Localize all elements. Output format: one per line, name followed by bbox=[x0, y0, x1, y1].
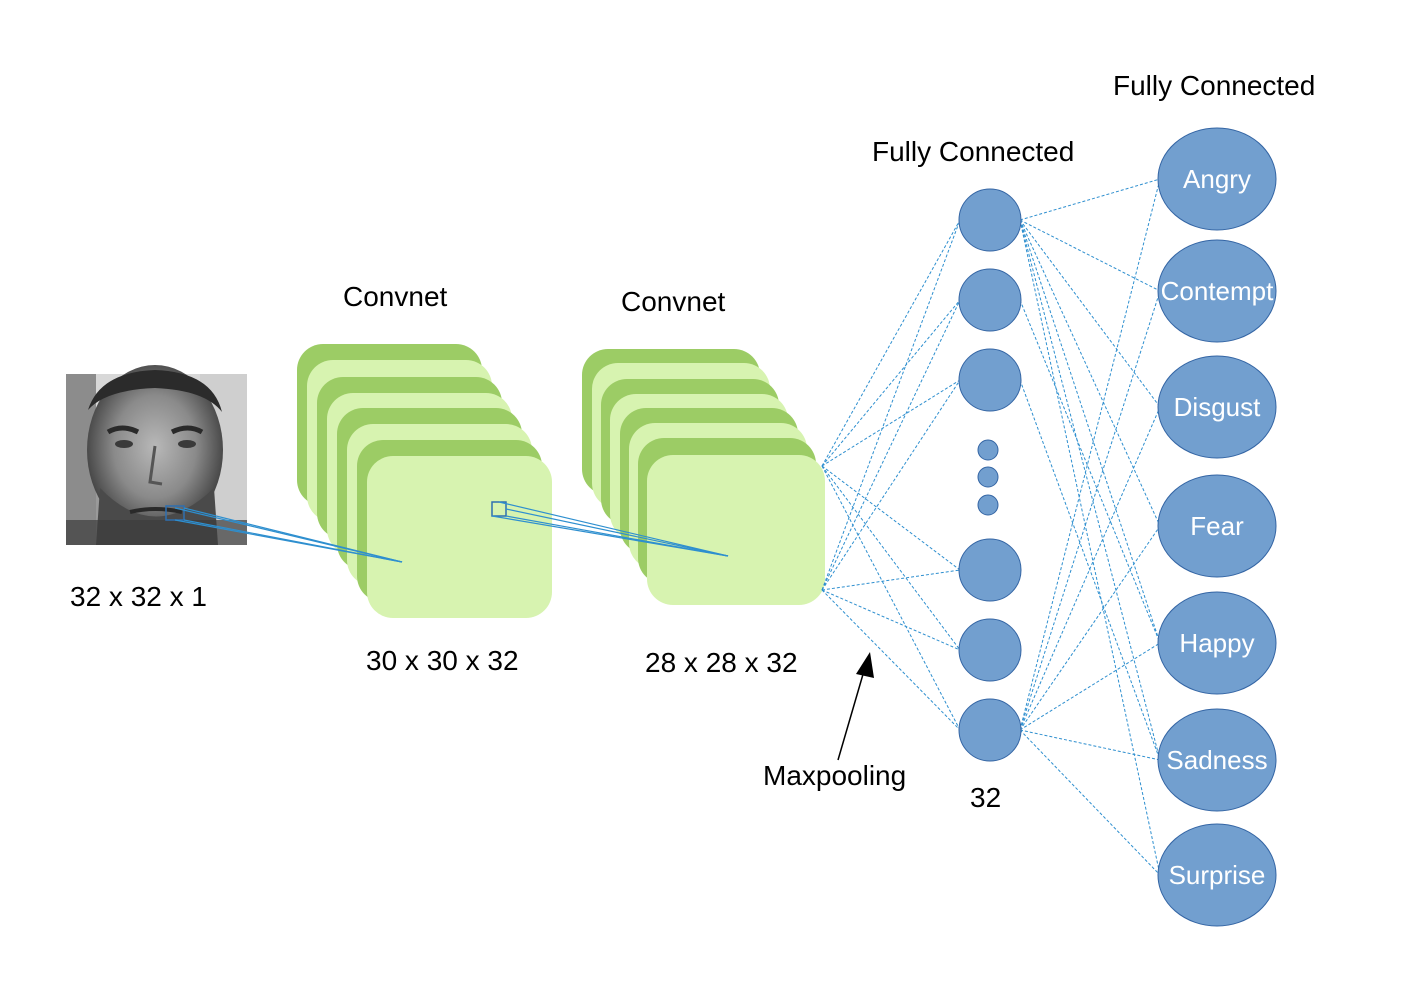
output-node-surprise bbox=[1157, 823, 1277, 927]
connection-line bbox=[1019, 299, 1161, 644]
conv1-title: Convnet bbox=[343, 281, 448, 312]
hidden-node bbox=[958, 538, 1022, 602]
connection-line bbox=[821, 379, 961, 591]
connection-line bbox=[821, 465, 961, 731]
hidden-node bbox=[958, 618, 1022, 682]
connection-line bbox=[1019, 525, 1161, 731]
output-node-disgust bbox=[1157, 355, 1277, 459]
fc-output-title: Fully Connected bbox=[1113, 70, 1315, 101]
input-size-label: 32 x 32 x 1 bbox=[70, 581, 207, 612]
connection-line bbox=[1019, 729, 1161, 761]
connection-line bbox=[821, 219, 961, 591]
output-node-contempt bbox=[1157, 239, 1277, 343]
connection-line bbox=[821, 589, 961, 731]
connection-line bbox=[1019, 219, 1161, 761]
connection-line bbox=[1019, 219, 1161, 876]
hidden-node bbox=[958, 698, 1022, 762]
connection-line bbox=[821, 589, 961, 651]
connection-line bbox=[821, 219, 961, 467]
connection-line bbox=[1019, 219, 1161, 644]
connection-line bbox=[1019, 290, 1161, 731]
fc-output-layer bbox=[1157, 127, 1277, 927]
hidden-node bbox=[958, 268, 1022, 332]
connection-line bbox=[821, 299, 961, 467]
output-class-labels: Angry Contempt Disgust Fear Happy Sadnes… bbox=[1161, 164, 1274, 890]
conv2-size-label: 28 x 28 x 32 bbox=[645, 647, 798, 678]
connection-line bbox=[1019, 406, 1161, 731]
output-node-sadness bbox=[1157, 708, 1277, 812]
conv1-feature-maps bbox=[297, 344, 552, 618]
connection-line bbox=[821, 465, 961, 571]
class-label-disgust: Disgust bbox=[1174, 392, 1261, 422]
class-label-sadness: Sadness bbox=[1166, 745, 1267, 775]
connection-line bbox=[1019, 729, 1161, 876]
connection-line bbox=[1019, 379, 1161, 761]
output-node-happy bbox=[1157, 591, 1277, 695]
class-label-fear: Fear bbox=[1190, 511, 1244, 541]
conv2-feature-maps bbox=[582, 349, 825, 605]
maxpooling-label: Maxpooling bbox=[763, 760, 906, 791]
fc-hidden-count: 32 bbox=[970, 782, 1001, 813]
maxpooling-arrow bbox=[837, 652, 874, 761]
connection-line bbox=[821, 465, 961, 651]
ellipsis-dot bbox=[977, 466, 999, 488]
ellipsis-dot bbox=[977, 439, 999, 461]
connection-line bbox=[1019, 178, 1161, 221]
fc-hidden-layer bbox=[958, 188, 1022, 762]
class-label-happy: Happy bbox=[1179, 628, 1254, 658]
conv2-map bbox=[647, 455, 825, 605]
conv1-size-label: 30 x 30 x 32 bbox=[366, 645, 519, 676]
conv2-title: Convnet bbox=[621, 286, 726, 317]
connection-line bbox=[821, 569, 961, 591]
output-node-fear bbox=[1157, 474, 1277, 578]
connection-line bbox=[1019, 219, 1161, 527]
connection-line bbox=[1019, 219, 1161, 408]
ellipsis-dot bbox=[977, 494, 999, 516]
connection-line bbox=[1019, 642, 1161, 731]
connection-line bbox=[821, 299, 961, 591]
fc-hidden-title: Fully Connected bbox=[872, 136, 1074, 167]
class-label-angry: Angry bbox=[1183, 164, 1251, 194]
dense-connections bbox=[821, 178, 1161, 876]
hidden-node bbox=[958, 348, 1022, 412]
hidden-node bbox=[958, 188, 1022, 252]
conv1-map bbox=[367, 456, 552, 618]
connection-line bbox=[1019, 219, 1161, 292]
class-label-contempt: Contempt bbox=[1161, 276, 1274, 306]
output-node-angry bbox=[1157, 127, 1277, 231]
connection-line bbox=[821, 379, 961, 467]
receptive-field-lines bbox=[174, 501, 729, 563]
input-face-image bbox=[66, 365, 247, 545]
class-label-surprise: Surprise bbox=[1169, 860, 1266, 890]
